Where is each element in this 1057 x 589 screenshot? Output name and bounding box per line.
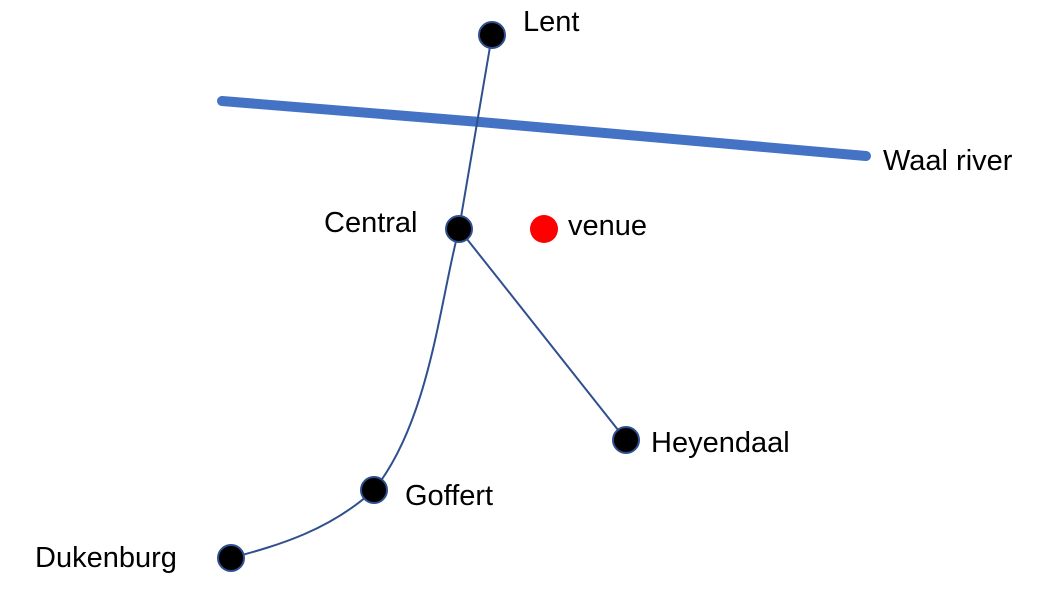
route-central-heyendaal: [458, 228, 627, 441]
station-label-heyendaal: Heyendaal: [651, 427, 790, 459]
station-lent-marker[interactable]: [478, 21, 506, 49]
route-lent-central: [458, 34, 493, 230]
station-heyendaal-marker[interactable]: [612, 426, 640, 454]
station-label-lent: Lent: [523, 6, 580, 38]
waal-river-line: [217, 96, 871, 161]
venue-label: venue: [568, 210, 648, 242]
venue-marker[interactable]: [530, 215, 558, 243]
waal-river-label: Waal river: [883, 145, 1013, 177]
station-dukenburg-marker[interactable]: [217, 544, 245, 572]
station-label-dukenburg: Dukenburg: [35, 542, 177, 574]
station-label-goffert: Goffert: [405, 480, 494, 512]
route-goffert-dukenburg: [230, 489, 375, 559]
route-central-goffert: [373, 228, 460, 491]
station-central-marker[interactable]: [445, 215, 473, 243]
station-goffert-marker[interactable]: [360, 476, 388, 504]
station-label-central: Central: [324, 207, 418, 239]
